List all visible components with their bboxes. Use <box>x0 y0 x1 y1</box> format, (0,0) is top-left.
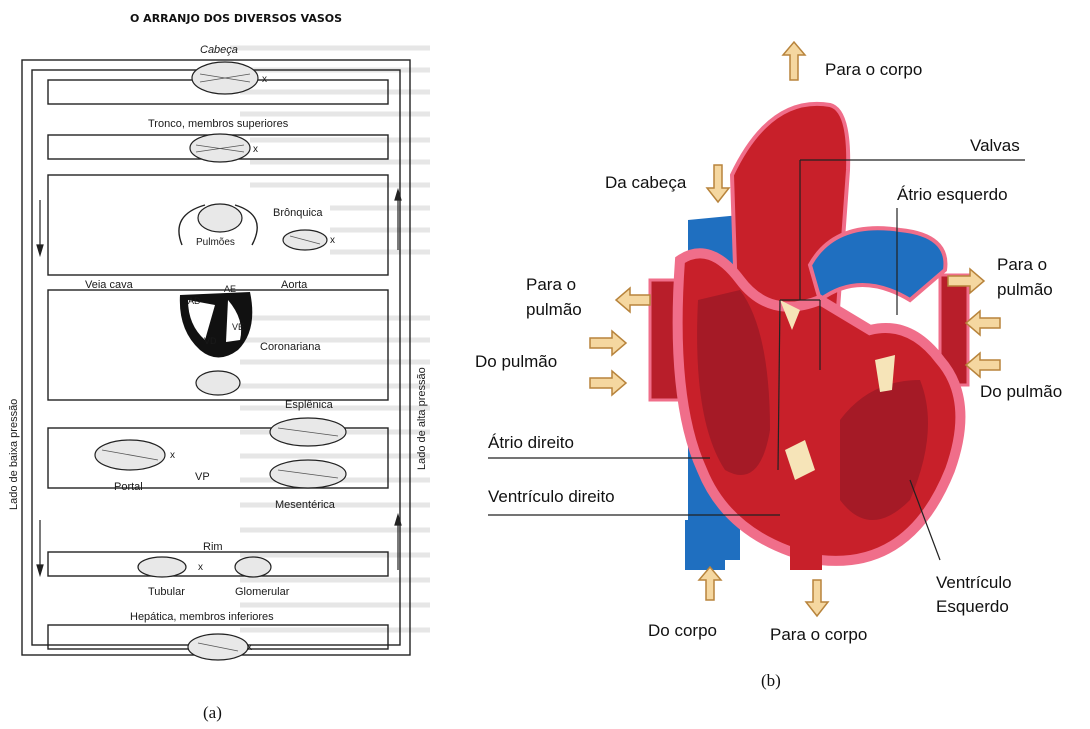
label-do-pulmao-right: Do pulmão <box>980 382 1062 401</box>
arrow-para-corpo-top <box>783 42 805 80</box>
x-marker: x <box>330 235 335 246</box>
label-vd: VD <box>204 336 217 346</box>
arrow-da-cabeca <box>707 165 729 202</box>
label-ventriculo-esquerdo-1: Ventrículo <box>936 573 1012 592</box>
caption-b: (b) <box>761 671 781 691</box>
descending-aorta <box>790 540 822 570</box>
label-ad: AD <box>188 296 201 306</box>
x-marker: x <box>170 450 175 461</box>
label-ae: AE <box>224 284 236 294</box>
label-hepatica: Hepática, membros inferiores <box>130 611 274 623</box>
inferior-vena-cava <box>685 520 725 570</box>
label-cabeca: Cabeça <box>200 44 238 56</box>
label-atrio-direito: Átrio direito <box>488 433 574 452</box>
x-marker: x <box>262 74 267 85</box>
label-pulmoes: Pulmões <box>196 237 235 248</box>
label-para-pulmao-right-1: Para o <box>997 255 1047 274</box>
panel-a-circulation-diagram: O ARRANJO DOS DIVERSOS VASOS <box>0 0 440 729</box>
arrow-do-pulmao-left-2 <box>590 371 626 395</box>
label-do-pulmao-left: Do pulmão <box>475 352 557 371</box>
circulation-schematic: O ARRANJO DOS DIVERSOS VASOS <box>0 0 440 729</box>
label-portal: Portal <box>114 481 143 493</box>
arrow-para-corpo-bottom <box>806 580 828 616</box>
x-marker: x <box>247 642 252 653</box>
label-glomerular: Glomerular <box>235 586 290 598</box>
label-vp: VP <box>195 471 210 483</box>
heart-illustration: Para o corpo Valvas Da cabeça Átrio esqu… <box>440 0 1090 729</box>
label-para-corpo-top: Para o corpo <box>825 60 922 79</box>
label-ventriculo-esquerdo-2: Esquerdo <box>936 597 1009 616</box>
arrow-do-corpo <box>699 567 721 600</box>
diagram-title: O ARRANJO DOS DIVERSOS VASOS <box>130 12 342 25</box>
label-veia-cava: Veia cava <box>85 279 134 291</box>
label-tronco: Tronco, membros superiores <box>148 118 289 130</box>
label-rim: Rim <box>203 541 223 553</box>
label-alta-pressao: Lado de alta pressão <box>416 367 428 470</box>
arrow-para-pulmao-left <box>616 288 650 312</box>
label-bronquica: Brônquica <box>273 207 323 219</box>
label-atrio-esquerdo: Átrio esquerdo <box>897 185 1008 204</box>
label-para-pulmao-right-2: pulmão <box>997 280 1053 299</box>
label-ve: VE <box>232 322 244 332</box>
label-baixa-pressao: Lado de baixa pressão <box>8 399 20 510</box>
arrow-do-pulmao-right-2 <box>966 353 1000 377</box>
panel-b-heart-illustration: Para o corpo Valvas Da cabeça Átrio esqu… <box>440 0 1090 729</box>
x-marker: x <box>198 562 203 573</box>
label-esplenica: Esplênica <box>285 399 334 411</box>
arrow-do-pulmao-left-1 <box>590 331 626 355</box>
label-ventriculo-direito: Ventrículo direito <box>488 487 615 506</box>
label-valvas: Valvas <box>970 136 1020 155</box>
label-coronariana: Coronariana <box>260 341 321 353</box>
label-para-corpo-bottom: Para o corpo <box>770 625 867 644</box>
label-da-cabeca: Da cabeça <box>605 173 687 192</box>
label-mesenterica: Mesentérica <box>275 499 336 511</box>
label-do-corpo: Do corpo <box>648 621 717 640</box>
caption-a: (a) <box>203 703 222 723</box>
arrow-do-pulmao-right-1 <box>966 311 1000 335</box>
label-para-pulmao-left-2: pulmão <box>526 300 582 319</box>
x-marker: x <box>253 144 258 155</box>
label-para-pulmao-left-1: Para o <box>526 275 576 294</box>
label-tubular: Tubular <box>148 586 185 598</box>
label-aorta: Aorta <box>281 279 308 291</box>
